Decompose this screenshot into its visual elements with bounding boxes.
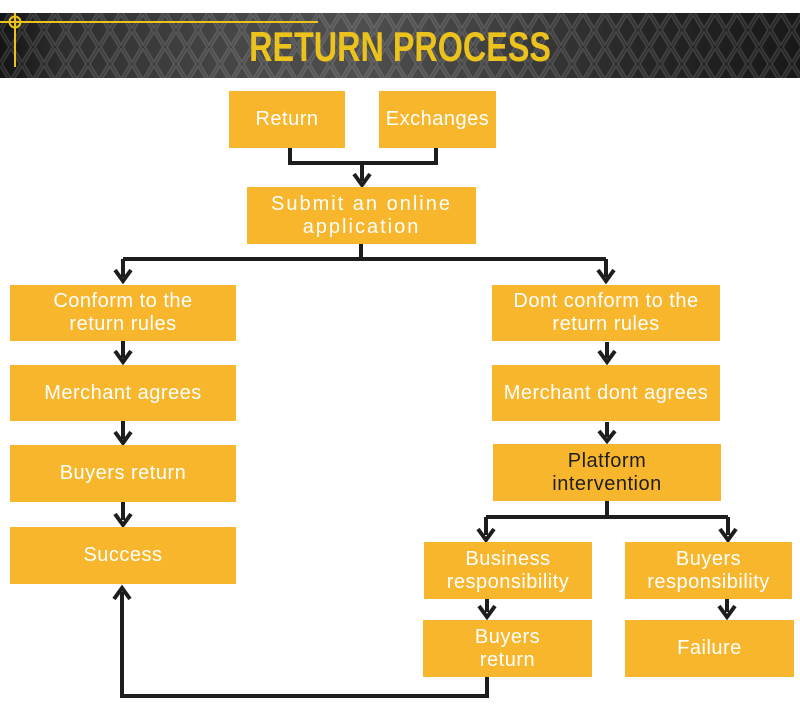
node-buyers-return-left: Buyers return [10,445,236,502]
node-exchanges: Exchanges [379,91,496,148]
connector-responsibility-column [477,599,737,621]
connector-merge-return-exchanges [288,148,438,189]
header-banner: RETURN PROCESS [0,13,800,78]
connector-split-platform [476,501,738,544]
node-conform-rules: Conform to the return rules [10,285,236,341]
banner-mesh-overlay [0,13,800,78]
crosshair-ruler-icon [0,13,318,67]
node-buyers-responsibility: Buyers responsibility [625,542,792,599]
node-business-responsibility: Business responsibility [424,542,592,599]
node-success: Success [10,527,236,584]
node-return: Return [229,91,345,148]
connector-split-submit [113,244,616,285]
node-failure: Failure [625,620,794,677]
node-merchant-agrees: Merchant agrees [10,365,236,421]
page-title: RETURN PROCESS [249,22,551,70]
node-submit-application: Submit an online application [247,187,476,244]
node-dont-conform-rules: Dont conform to the return rules [492,285,720,341]
node-merchant-dont-agrees: Merchant dont agrees [492,365,720,421]
node-buyers-return-right: Buyers return [423,620,592,677]
banner-texture [0,13,800,78]
node-platform-intervention: Platform intervention [493,444,721,501]
